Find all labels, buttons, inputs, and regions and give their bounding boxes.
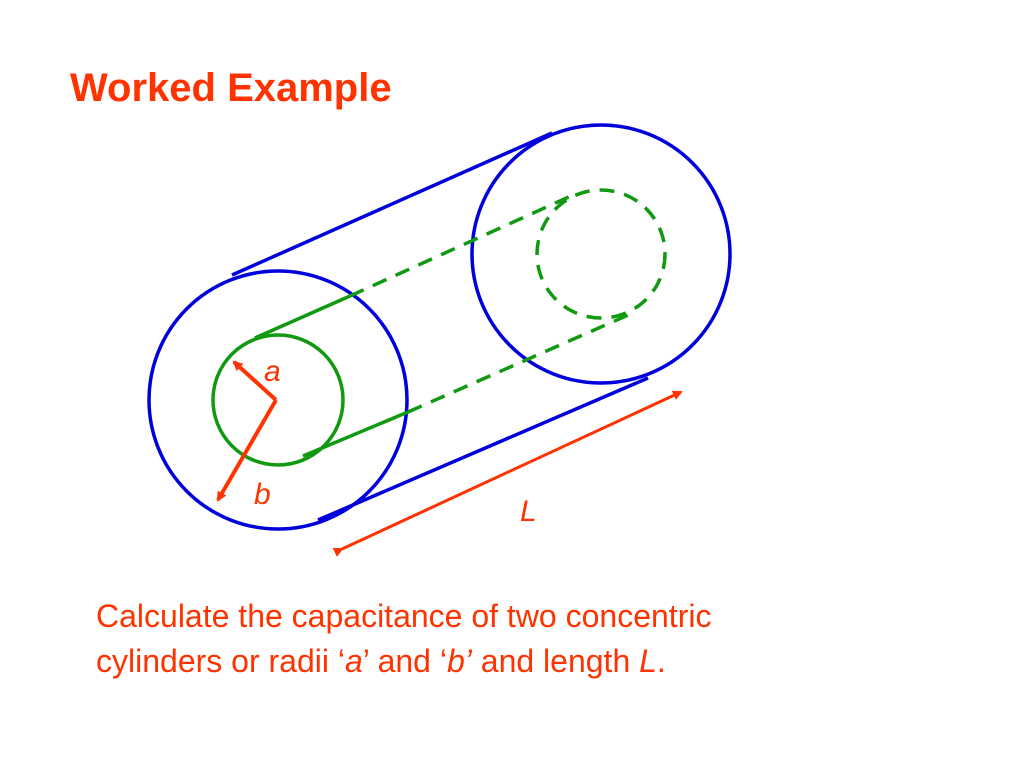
inner-cylinder-top-edge — [254, 294, 351, 340]
outer-cylinder-front-end — [147, 269, 409, 531]
caption-text-1: cylinders or radii ‘ — [96, 643, 345, 679]
caption-text-3: and length — [471, 643, 640, 679]
problem-statement-line-2: cylinders or radii ‘a’ and ‘b’ and lengt… — [96, 639, 711, 684]
inner-cylinder — [211, 188, 667, 467]
outer-cylinder-bottom-edge — [317, 376, 649, 522]
caption-period: . — [656, 643, 666, 679]
radius-b-arrow — [216, 398, 278, 502]
label-radius-b: b — [254, 478, 271, 511]
radius-a-arrow — [232, 360, 278, 402]
problem-statement-line-1: Calculate the capacitance of two concent… — [96, 598, 712, 634]
radius-arrows — [216, 360, 278, 502]
caption-var-b: b’ — [446, 643, 472, 679]
slide-title: Worked Example — [70, 66, 392, 110]
outer-cylinder-top-edge — [231, 131, 553, 277]
inner-cylinder-back-end — [535, 188, 667, 320]
outer-cylinder-back-end — [470, 123, 732, 385]
caption-var-a: a — [344, 643, 363, 679]
problem-statement: Calculate the capacitance of two concent… — [96, 594, 711, 684]
length-arrow — [332, 390, 683, 557]
inner-cylinder-top-edge-hidden — [349, 193, 574, 298]
label-length: L — [520, 495, 537, 528]
inner-cylinder-bottom-edge-hidden — [407, 310, 636, 414]
caption-var-L: L — [639, 643, 657, 679]
caption-text-2: ’ and ‘ — [362, 643, 447, 679]
label-radius-a: a — [264, 355, 281, 388]
